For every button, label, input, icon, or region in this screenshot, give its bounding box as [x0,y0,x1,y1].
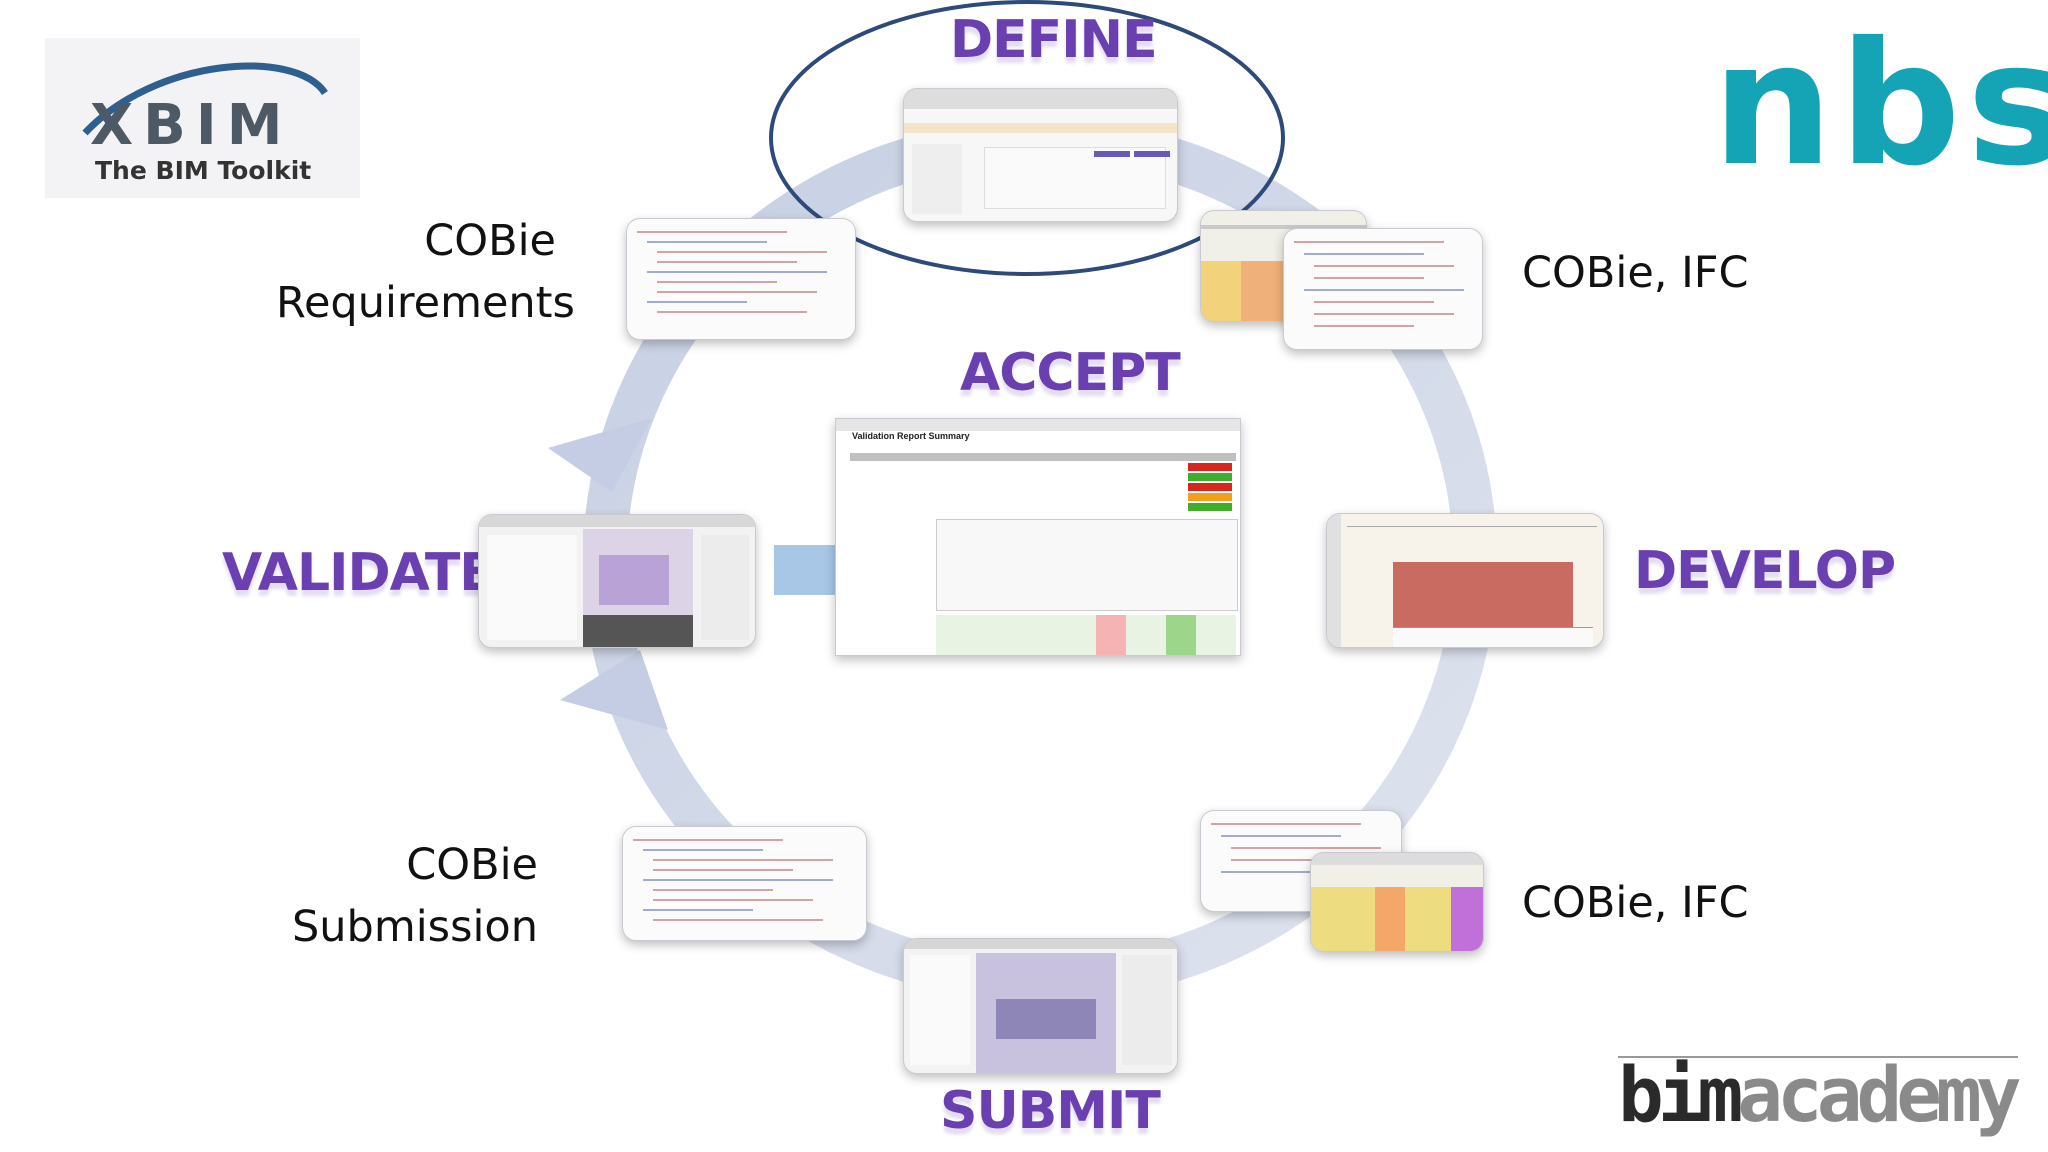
cobie-submission-line1: COBie [406,840,538,890]
ifc-doc-top [1283,228,1483,350]
bimacademy-academy: academy [1737,1050,2021,1139]
cobie-requirements-line2: Requirements [276,278,575,328]
xbim-swoosh-icon [82,62,328,136]
validation-report-screenshot: Validation Report Summary [835,418,1241,656]
nbs-logo: nbs [1712,6,2048,204]
cobie-requirements-doc [626,218,856,340]
cobie-submission-line2: Submission [292,902,538,952]
develop-floorplan-screenshot [1326,513,1604,648]
cobie-requirements-line1: COBie [424,216,556,266]
stage-develop-label: DEVELOP [1634,541,1896,601]
cobie-ifc-bottom-text: COBie, IFC [1522,878,1749,928]
bimacademy-rule [1618,1056,2018,1058]
cycle-arrowhead-upper-left [548,418,652,492]
xbim-tagline: The BIM Toolkit [95,156,312,185]
stage-accept-label: ACCEPT [960,343,1181,403]
stage-define-label: DEFINE [950,10,1158,70]
bimacademy-bim: bim [1618,1050,1743,1139]
report-title: Validation Report Summary [852,431,970,441]
define-highlight-ellipse [769,0,1285,276]
cobie-spreadsheet-bottom [1310,852,1484,952]
stage-submit-label: SUBMIT [940,1081,1161,1141]
bimacademy-logo: bimacademy [1618,1050,2022,1140]
stage-validate-label: VALIDATE [222,543,495,603]
validate-model-screenshot [478,514,756,648]
xbim-logo: XBIM The BIM Toolkit [45,38,360,198]
cobie-ifc-top-text: COBie, IFC [1522,248,1749,298]
submit-model-screenshot [903,938,1178,1074]
cycle-arrowhead-lower-left [560,650,668,730]
define-screenshot [903,88,1178,222]
xbim-wordmark: XBIM [90,93,293,158]
cobie-submission-doc [622,826,867,941]
cobie-submission-text: COBie Submission [282,834,538,958]
cobie-requirements-text: COBie Requirements [276,210,575,334]
